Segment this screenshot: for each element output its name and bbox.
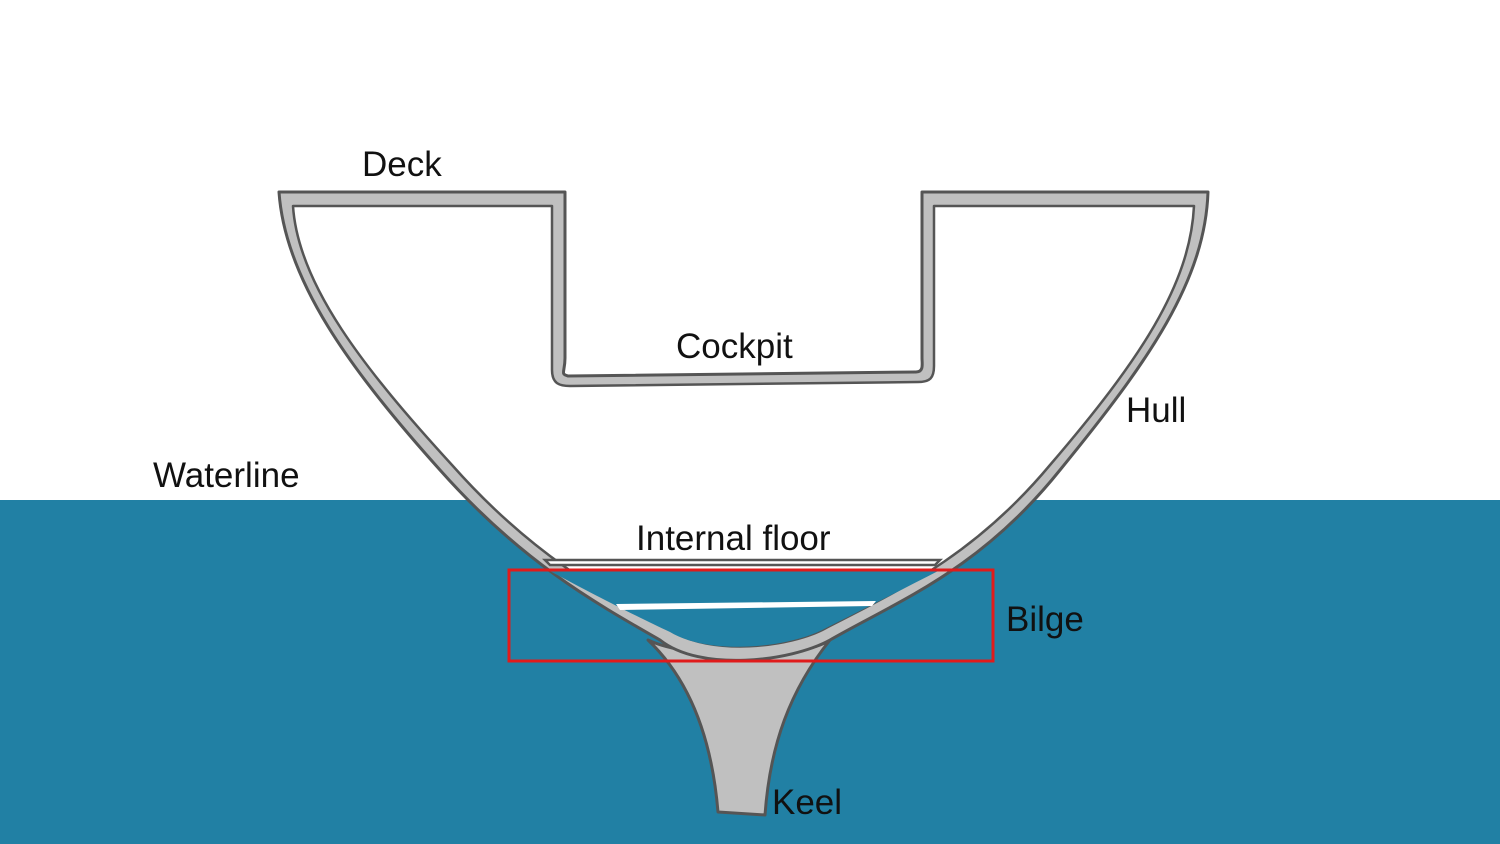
internal-floor-label: Internal floor <box>636 519 831 558</box>
bilge-highlight-box <box>507 568 995 663</box>
deck-label: Deck <box>362 145 442 184</box>
bilge-label: Bilge <box>1006 600 1084 639</box>
waterline-label: Waterline <box>153 456 300 495</box>
bilge-air-gap <box>616 601 876 610</box>
bilge-water <box>548 570 940 647</box>
keel-label: Keel <box>772 783 842 822</box>
hull-label: Hull <box>1126 391 1186 430</box>
cockpit-label: Cockpit <box>676 327 793 366</box>
internal-floor-line <box>541 558 944 567</box>
